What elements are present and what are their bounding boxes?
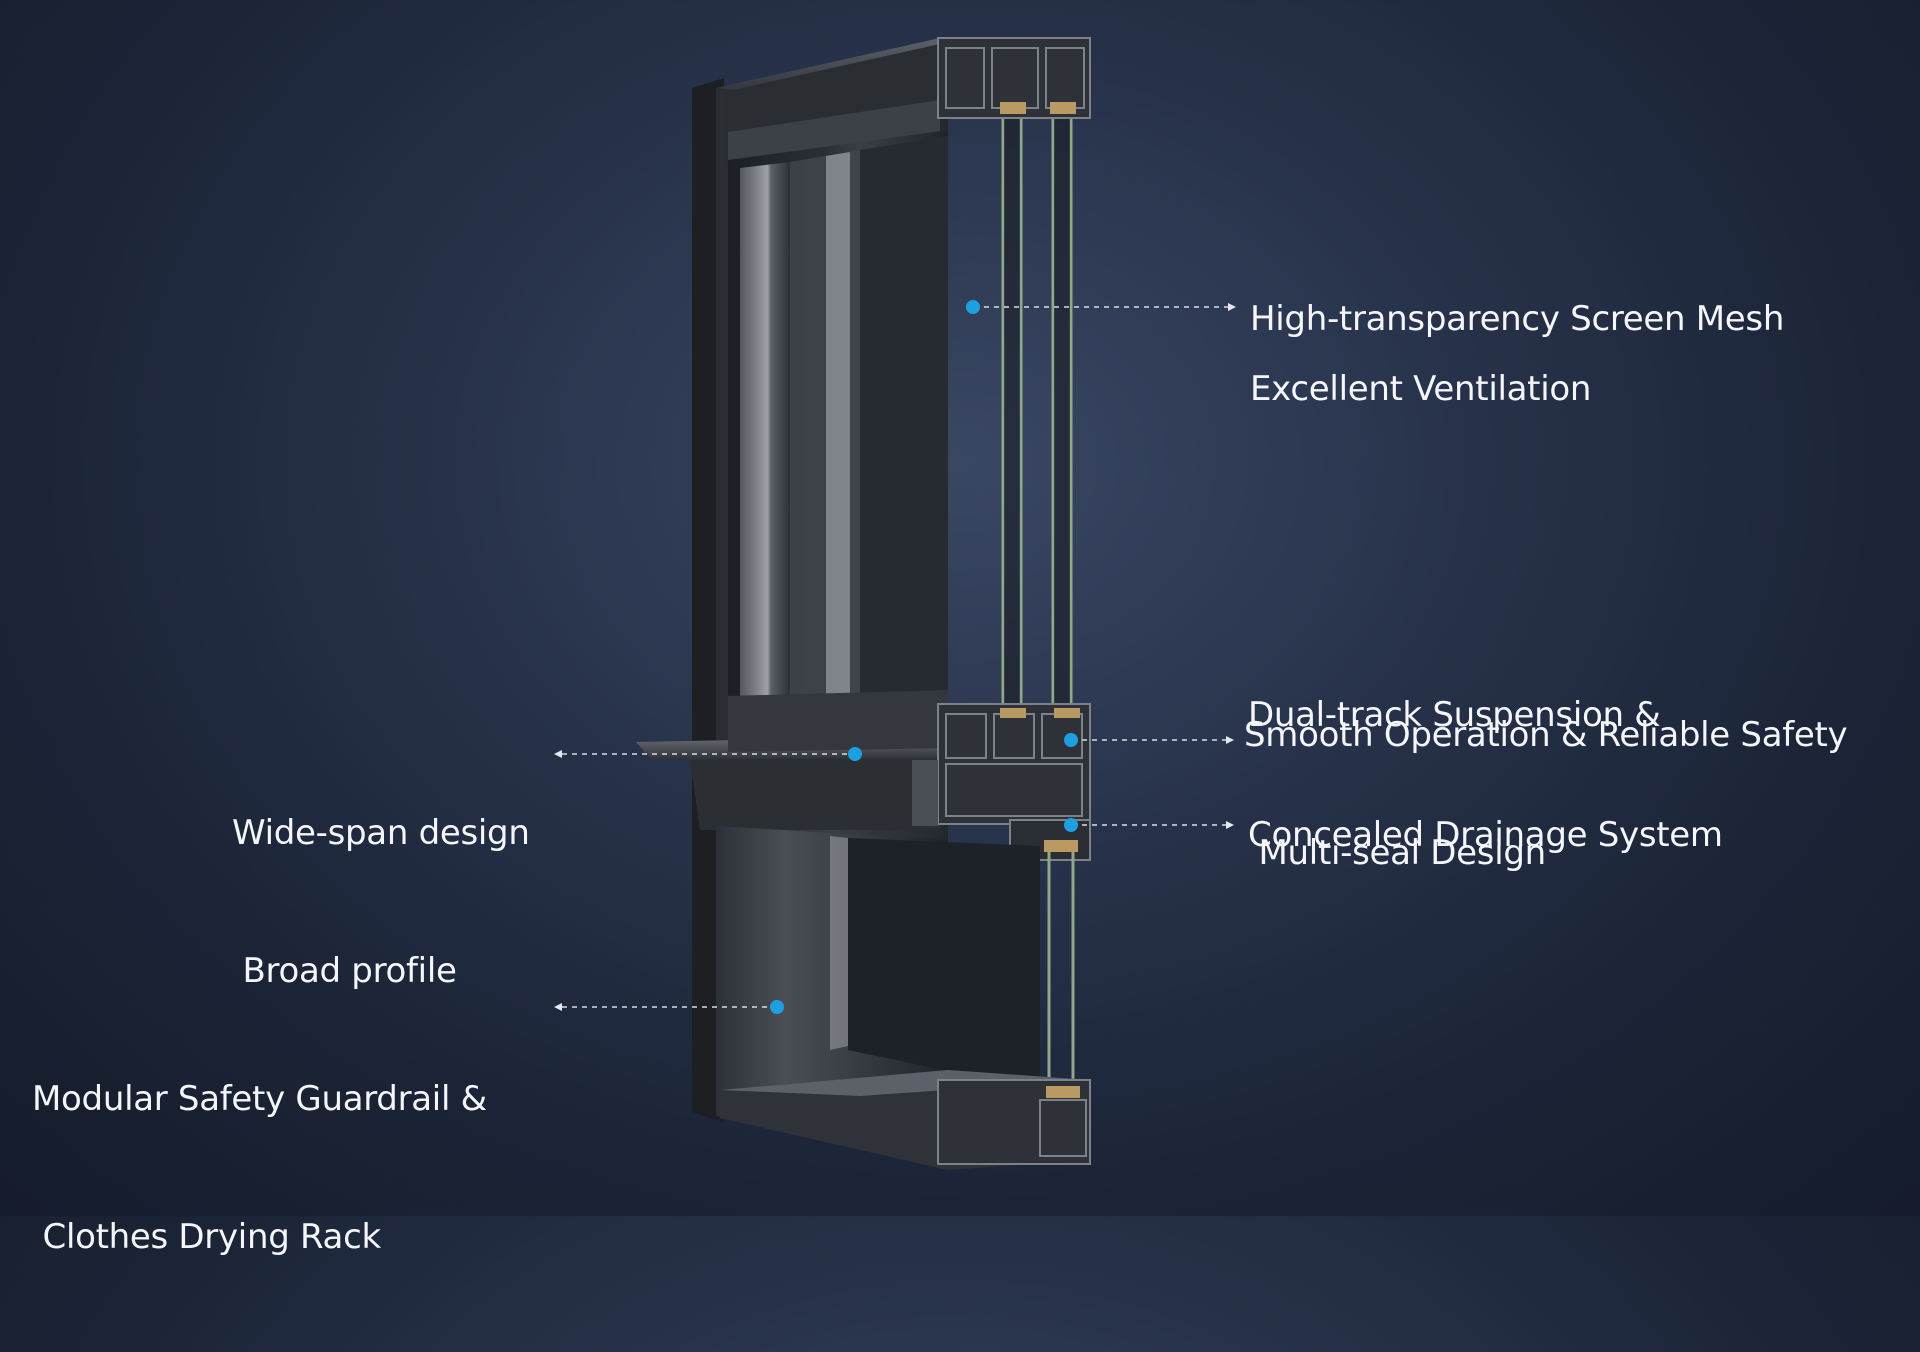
callout-guardrail-line-1: Modular Safety Guardrail & (32, 1079, 487, 1119)
callout-dual-track: Dual-track Suspension & Multi-seal Desig… (1248, 600, 1661, 968)
callout-guardrail: Modular Safety Guardrail & Clothes Dryin… (32, 984, 487, 1352)
callout-smooth-operation-line-1: Smooth Operation & Reliable Safety (1244, 715, 1848, 755)
middle-profile-section (937, 703, 1091, 861)
top-profile-section (937, 37, 1091, 119)
glass-panes (1001, 108, 1073, 712)
callout-dual-track-line-1: Dual-track Suspension & (1248, 695, 1661, 735)
window-cross-section-illustration (554, 37, 1236, 1170)
callout-dot-smooth-operation (1064, 733, 1078, 747)
callout-screen-mesh: High-transparency Screen Mesh Excellent … (1250, 296, 1784, 412)
callout-dual-track-line-2: Multi-seal Design (1248, 833, 1547, 873)
callout-smooth-operation: Smooth Operation & Reliable Safety (1244, 712, 1848, 758)
product-diagram: High-transparency Screen Mesh Excellent … (32, 37, 1848, 1257)
bottom-profile-section (937, 1079, 1091, 1165)
callout-screen-mesh-line-2: Excellent Ventilation (1250, 369, 1592, 409)
callout-dot-wide-span (848, 747, 862, 761)
callout-screen-mesh-line-1: High-transparency Screen Mesh (1250, 299, 1785, 339)
leader-lines (554, 303, 1236, 1011)
callout-dot-drainage (1064, 818, 1078, 832)
callout-drainage-line-1: Concealed Drainage System (1248, 815, 1723, 855)
callout-wide-span: Wide-span design Broad profile (232, 718, 530, 1086)
callout-wide-span-line-1: Wide-span design (232, 813, 530, 853)
upper-inner-frame (740, 162, 790, 704)
callout-dot-guardrail (770, 1000, 784, 1014)
callout-wide-span-line-2: Broad profile (232, 951, 457, 991)
callout-dot-screen-mesh (966, 300, 980, 314)
callout-guardrail-line-2: Clothes Drying Rack (32, 1217, 382, 1257)
callout-drainage: Concealed Drainage System (1248, 812, 1723, 858)
